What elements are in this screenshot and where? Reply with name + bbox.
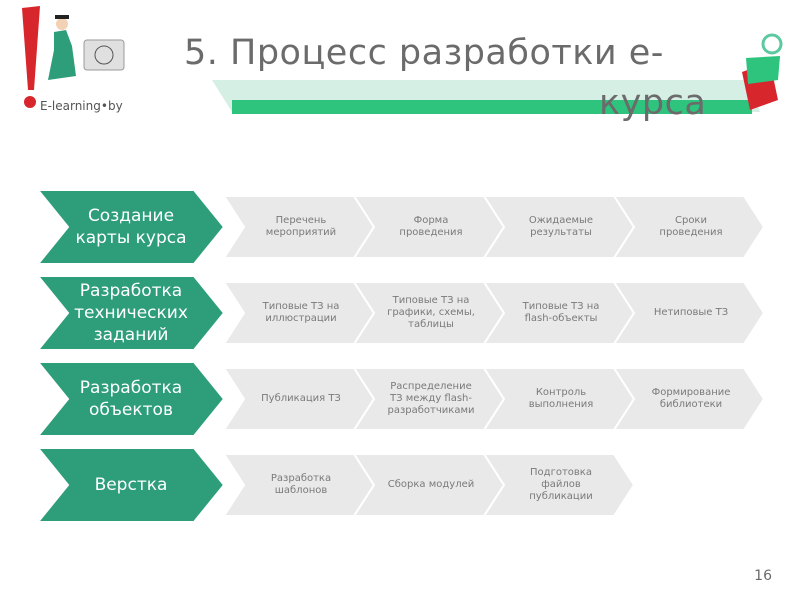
process-row: Верстка Разработка шаблонов Сборка модулей… <box>38 448 778 522</box>
globe-icon <box>94 45 114 65</box>
step-chevron <box>482 453 636 517</box>
process-row: Создание карты курса Перечень мероприятий… <box>38 190 778 264</box>
teacher-figure <box>48 30 76 80</box>
process-row: Разработка технических заданий Типовые ТЗ… <box>38 276 778 350</box>
logo-text: E-learning•by <box>40 99 123 113</box>
step-label: Перечень мероприятий <box>265 215 337 238</box>
process-row: Разработка объектов Публикация ТЗ Распреде… <box>38 362 778 436</box>
step-label: Распределение ТЗ между flash- разработчи… <box>387 381 475 416</box>
stage-label: Создание карты курса <box>75 206 187 248</box>
stage-label: Разработка технических заданий <box>74 281 188 345</box>
step-label: Разработка шаблонов <box>270 473 332 496</box>
slide-title: 5. Процесс разработки е- курса <box>184 33 707 123</box>
step-label: Ожидаемые результаты <box>528 215 594 238</box>
stage-chevron <box>38 362 226 436</box>
step-label: Нетиповые ТЗ <box>653 307 729 318</box>
step-chevron <box>612 195 766 259</box>
process-rows: Создание карты курса Перечень мероприятий… <box>38 190 778 534</box>
logo-red-mark <box>22 6 40 90</box>
step-label: Публикация ТЗ <box>261 393 341 404</box>
elearning-logo: E-learning•by <box>14 6 154 124</box>
book-cover-icon <box>746 56 780 84</box>
step-label: Контроль выполнения <box>528 387 594 410</box>
stage-chevron <box>38 448 226 522</box>
step-label: Сборка модулей <box>387 479 475 490</box>
title-underline <box>232 100 752 114</box>
step-label: Типовые ТЗ на иллюстрации <box>262 301 340 324</box>
step-label: Типовые ТЗ на графики, схемы, таблицы <box>387 295 475 330</box>
step-label: Форма проведения <box>399 215 463 238</box>
step-chevron <box>612 281 766 345</box>
stage-chevron <box>38 190 226 264</box>
title-decoration <box>0 0 800 130</box>
stage-label: Верстка <box>94 475 168 495</box>
stage-chevron <box>38 276 226 350</box>
logo-dot <box>24 96 36 108</box>
step-label: Типовые ТЗ на flash-объекты <box>522 301 600 324</box>
ring-icon <box>761 33 783 55</box>
step-label: Подготовка файлов публикации <box>529 467 593 502</box>
page-number: 16 <box>754 568 772 584</box>
step-label: Формирование библиотеки <box>651 387 731 410</box>
step-label: Сроки проведения <box>659 215 723 238</box>
stage-label: Разработка объектов <box>79 378 183 420</box>
computer-icon <box>83 39 125 71</box>
step-chevron <box>612 367 766 431</box>
